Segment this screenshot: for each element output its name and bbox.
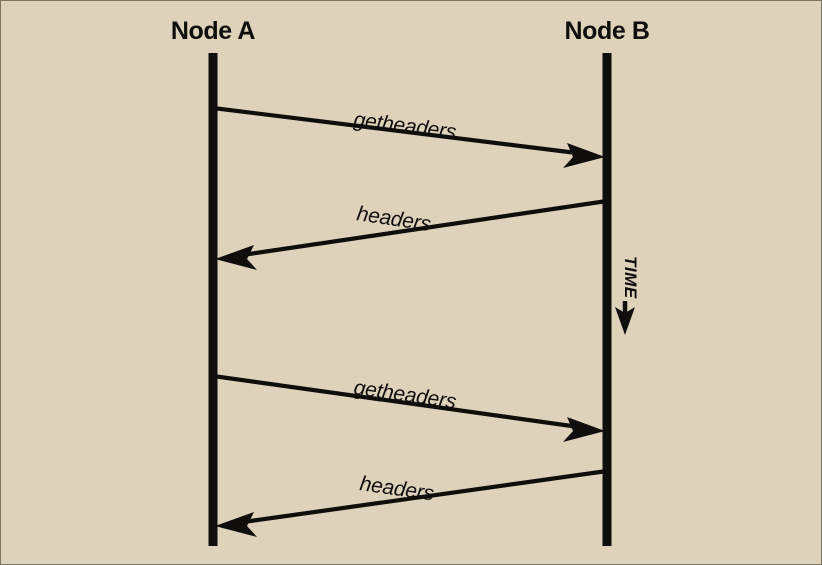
time-axis-label: TIME: [621, 256, 640, 299]
message-2-arrowhead-left: [215, 245, 257, 270]
message-3-getheaders: getheaders: [212, 373, 605, 442]
participant-label-node-a: Node A: [171, 17, 256, 45]
message-1-arrowhead-right: [563, 143, 605, 168]
message-2-line: [228, 198, 608, 260]
lifeline-group: [208, 53, 612, 546]
time-axis-annotation: TIME: [615, 256, 640, 335]
message-3-line: [212, 373, 594, 432]
message-2-headers: headers: [215, 198, 608, 270]
participant-label-node-b: Node B: [564, 17, 649, 45]
message-4-line: [228, 468, 608, 527]
message-1-line: [212, 105, 594, 158]
time-axis-arrowhead-down: [615, 307, 635, 335]
message-4-headers: headers: [215, 468, 608, 537]
message-3-label: getheaders: [352, 376, 458, 413]
message-1-getheaders: getheaders: [212, 105, 605, 168]
message-4-arrowhead-left: [215, 512, 257, 537]
message-3-arrowhead-right: [563, 417, 605, 442]
message-1-label: getheaders: [352, 108, 458, 144]
